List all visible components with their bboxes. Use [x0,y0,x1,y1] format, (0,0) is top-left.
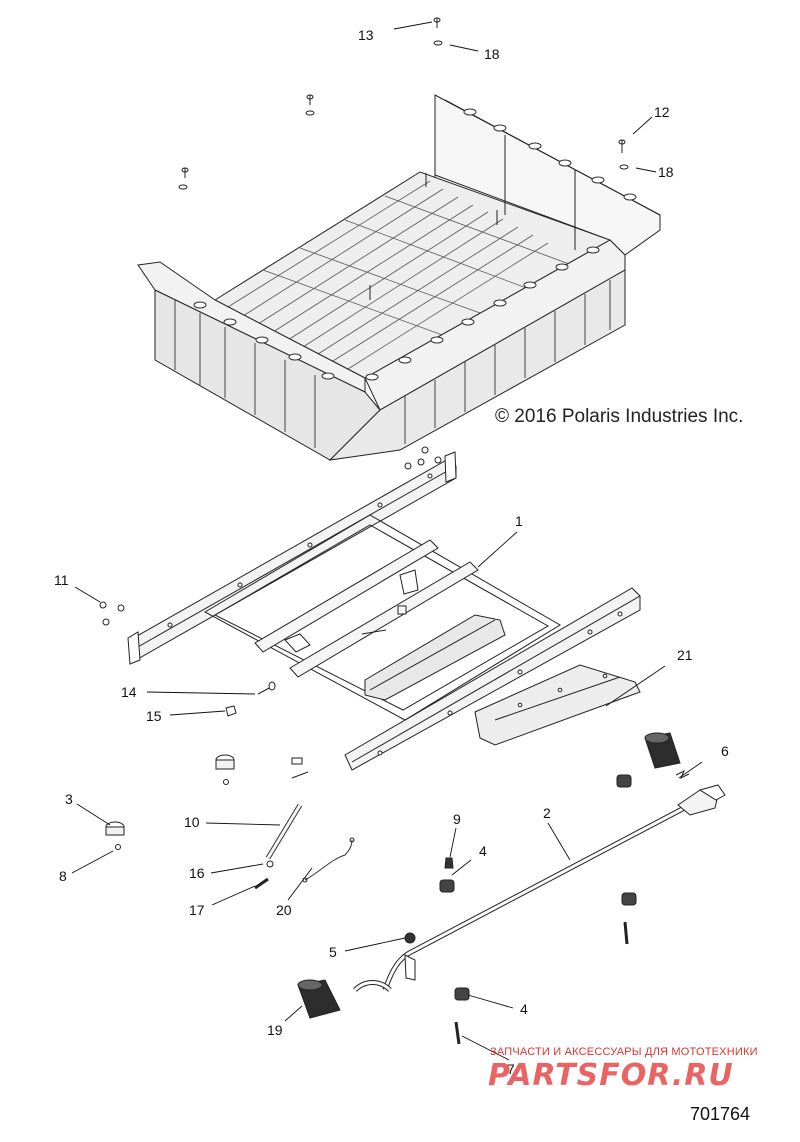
callout-6: 6 [721,743,729,759]
callout-4-upper: 4 [479,843,487,859]
watermark-brand: PARTSFOR.RU [488,1058,734,1093]
callout-1: 1 [515,513,523,529]
cargo-shield [475,665,640,745]
bumper-3 [106,822,124,835]
callout-18-right: 18 [658,164,674,180]
bolt-7 [456,1022,459,1044]
bolt-14 [258,682,275,694]
callout-9: 9 [453,811,461,827]
cargo-box [138,95,660,460]
bolt-right [625,922,627,944]
callout-11: 11 [54,572,69,588]
callout-16: 16 [189,865,205,881]
clip-mid-right [622,893,636,905]
latch-rod-2 [355,785,725,990]
fasteners-top [179,18,628,189]
frame-fasteners [405,447,441,469]
clip-4a [440,880,454,892]
gas-strut-10 [268,805,300,858]
callout-4-lower: 4 [520,1001,528,1017]
fasteners-11 [100,602,124,625]
cable-20 [303,838,354,882]
callout-8: 8 [59,868,67,884]
callout-19: 19 [267,1022,283,1038]
copyright-notice: © 2016 Polaris Industries Inc. [495,406,744,427]
callout-13: 13 [358,27,374,43]
bumper-5 [405,933,415,943]
callout-20: 20 [276,902,292,918]
leader-lines [72,22,702,1060]
callout-12: 12 [654,104,670,120]
callout-21: 21 [677,647,693,663]
pin-17 [255,879,268,888]
callout-10: 10 [184,814,200,830]
watermark-tagline: ЗАПЧАСТИ И АКСЕССУАРЫ ДЛЯ МОТОТЕХНИКИ [490,1046,758,1058]
fastener-8 [116,845,121,850]
callout-17: 17 [189,902,205,918]
callout-18-top: 18 [484,46,500,62]
nut-15 [226,706,236,716]
callout-5: 5 [329,944,337,960]
callout-7: 7 [507,1061,515,1077]
clip-4b [455,988,469,1000]
callout-15: 15 [146,708,162,724]
callout-2: 2 [543,805,551,821]
clip-upper-right [617,775,631,787]
fastener-9 [445,858,453,868]
document-number: 701764 [690,1104,751,1124]
clip-upper [292,758,308,778]
bumper-upper [216,755,234,785]
callout-14: 14 [121,684,137,700]
handle-grip-6 [645,733,689,778]
box-frame [128,452,640,770]
handle-grip-19 [298,980,340,1018]
callout-3: 3 [65,791,73,807]
pin-16 [267,861,273,867]
